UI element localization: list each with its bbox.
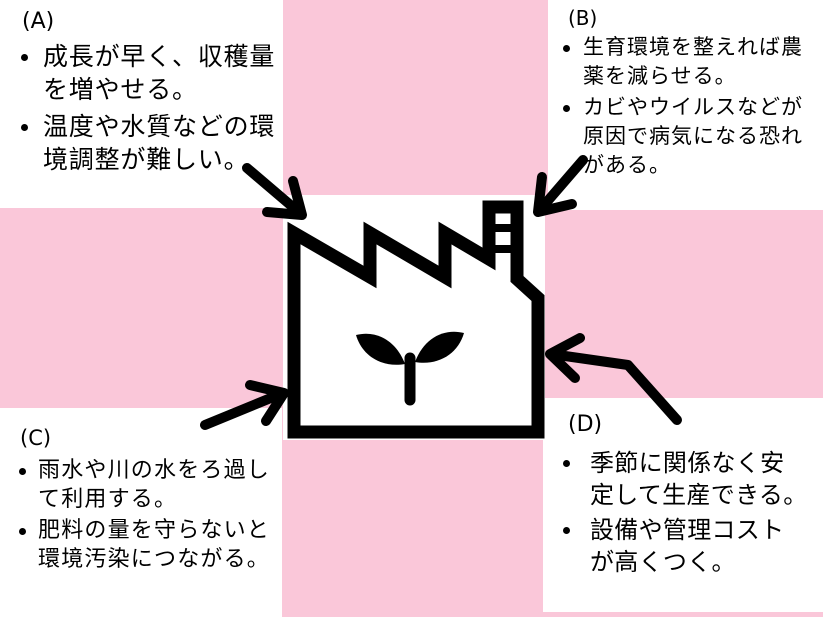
- panel-d-label: (D): [568, 412, 603, 437]
- panel-a-bullet-list: 成長が早く、収穫量 を増やせる。 温度や水質などの環 境調整が難しい。: [20, 40, 276, 176]
- bullet-line: 環境汚染につながる。: [38, 547, 271, 572]
- bullet-line: 生育環境を整えれば農: [583, 35, 803, 59]
- panel-b-bullet-2: カビやウイルスなどが 原因で病気になる恐れ がある。: [562, 93, 803, 180]
- panel-d-bullet-2: 設備や管理コスト が高くつく。: [562, 514, 808, 578]
- bullet-line: 薬を減らせる。: [583, 64, 737, 88]
- arrow-d-head: [545, 333, 585, 383]
- bullet-line: を増やせる。: [43, 75, 198, 104]
- panel-b: (B) 生育環境を整えれば農 薬を減らせる。 カビやウイルスなどが 原因で病気に…: [548, 0, 823, 210]
- panel-d-bullet-1: 季節に関係なく安 定して生産できる。: [562, 447, 808, 511]
- panel-a-label: (A): [22, 9, 55, 34]
- bullet-line: カビやウイルスなどが: [583, 95, 803, 119]
- panel-b-bullet-1: 生育環境を整えれば農 薬を減らせる。: [562, 33, 803, 91]
- bullet-line: 境調整が難しい。: [43, 145, 250, 174]
- panel-a-bullet-2: 温度や水質などの環 境調整が難しい。: [20, 110, 276, 176]
- bullet-line: 定して生産できる。: [590, 481, 808, 509]
- bullet-line: 原因で病気になる恐れ: [583, 124, 803, 148]
- bullet-line: 設備や管理コスト: [590, 516, 785, 544]
- panel-b-bullet-list: 生育環境を整えれば農 薬を減らせる。 カビやウイルスなどが 原因で病気になる恐れ…: [562, 33, 803, 180]
- bullet-line: がある。: [583, 153, 671, 177]
- panel-d-bullet-list: 季節に関係なく安 定して生産できる。 設備や管理コスト が高くつく。: [562, 447, 808, 578]
- panel-a-bullet-1: 成長が早く、収穫量 を増やせる。: [20, 40, 276, 106]
- panel-c: (C) 雨水や川の水をろ過し て利用する。 肥料の量を守らないと 環境汚染につな…: [0, 408, 282, 617]
- panel-d: (D) 季節に関係なく安 定して生産できる。 設備や管理コスト が高くつく。: [543, 398, 823, 612]
- panel-c-bullet-1: 雨水や川の水をろ過し て利用する。: [18, 456, 271, 514]
- bullet-line: 温度や水質などの環: [43, 112, 276, 141]
- panel-c-label: (C): [20, 426, 52, 450]
- bullet-line: が高くつく。: [590, 548, 736, 576]
- bullet-line: 雨水や川の水をろ過し: [38, 458, 271, 483]
- panel-a: (A) 成長が早く、収穫量 を増やせる。 温度や水質などの環 境調整が難しい。: [0, 0, 283, 208]
- bullet-line: 季節に関係なく安: [590, 449, 785, 477]
- bullet-line: 肥料の量を守らないと: [38, 518, 271, 543]
- bullet-line: て利用する。: [38, 487, 178, 512]
- panel-center: [283, 195, 545, 440]
- panel-c-bullet-2: 肥料の量を守らないと 環境汚染につながる。: [18, 516, 271, 574]
- panel-b-label: (B): [568, 6, 598, 30]
- bullet-line: 成長が早く、収穫量: [43, 42, 276, 71]
- panel-c-bullet-list: 雨水や川の水をろ過し て利用する。 肥料の量を守らないと 環境汚染につながる。: [18, 456, 271, 574]
